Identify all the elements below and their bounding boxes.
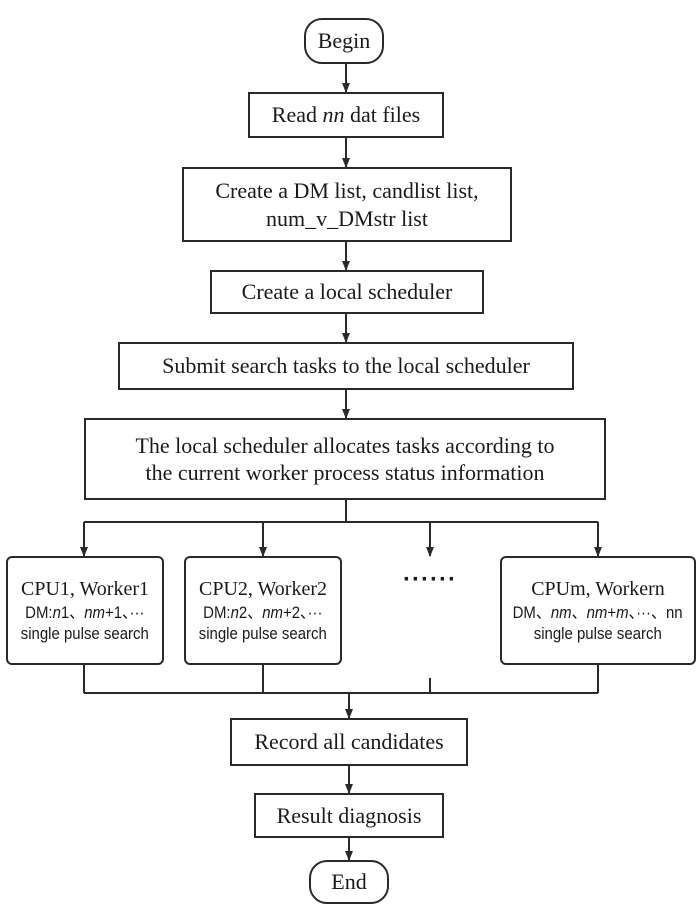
more-workers-ellipsis: ······ [403,566,457,593]
worker1-dm-list: DM:n1、nm+1、··· [25,602,145,622]
allocate-tasks-node: The local scheduler allocates tasks acco… [84,418,606,500]
create-lists-node: Create a DM list, candlist list, num_v_D… [182,167,512,242]
begin-node: Begin [304,18,384,64]
submit-tasks-node: Submit search tasks to the local schedul… [118,342,574,390]
record-candidates-node: Record all candidates [230,718,468,766]
result-diagnosis-node: Result diagnosis [254,793,444,838]
worker2-dm-list: DM:n2、nm+2、··· [203,602,323,622]
read-files-node: Read nn dat files [248,92,444,138]
workern-node: CPUm, Workern DM、nm、nm+m、···、nn single p… [500,556,696,665]
worker1-node: CPU1, Worker1 DM:n1、nm+1、··· single puls… [6,556,164,665]
workern-dm-list: DM、nm、nm+m、···、nn [512,602,684,622]
worker2-node: CPU2, Worker2 DM:n2、nm+2、··· single puls… [184,556,342,665]
end-node: End [309,860,389,904]
create-scheduler-node: Create a local scheduler [210,270,484,314]
read-files-label: Read nn dat files [271,102,421,128]
